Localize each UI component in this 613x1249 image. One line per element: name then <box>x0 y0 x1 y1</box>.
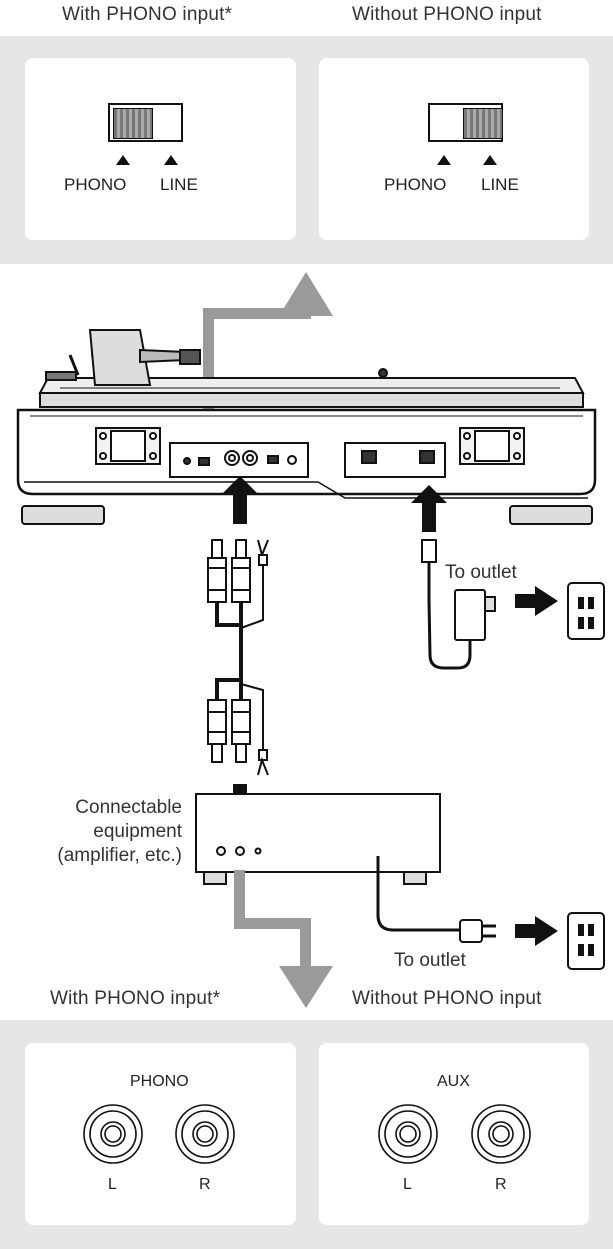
black-arrow-to-outlet-2 <box>515 916 558 946</box>
equipment-label-line-3: (amplifier, etc.) <box>57 845 182 866</box>
phono-r-label: R <box>199 1176 211 1193</box>
amplifier <box>195 793 441 885</box>
aux-r-label: R <box>495 1176 507 1193</box>
top-right-heading: Without PHONO input <box>352 4 542 25</box>
line-indicator-triangle <box>483 155 497 165</box>
aux-jack-r <box>471 1104 531 1164</box>
line-label: LINE <box>160 175 198 194</box>
wall-outlet-2 <box>567 912 605 970</box>
top-left-card <box>25 58 296 240</box>
black-arrow-to-dc-in <box>411 485 447 532</box>
amp-power-cable <box>376 856 496 943</box>
switch-knob <box>463 108 503 139</box>
rca-cable <box>207 539 269 776</box>
bottom-left-heading: With PHONO input* <box>50 988 221 1009</box>
turntable <box>16 329 597 525</box>
line-indicator-triangle <box>164 155 178 165</box>
phono-jack-r <box>175 1104 235 1164</box>
phono-jack-l <box>83 1104 143 1164</box>
phono-indicator-triangle <box>437 155 451 165</box>
top-right-card <box>319 58 589 240</box>
wall-outlet-1 <box>567 582 605 640</box>
selector-switch-line <box>428 103 503 142</box>
top-left-heading: With PHONO input* <box>62 4 233 25</box>
switch-knob <box>113 108 153 139</box>
gray-arrow-to-inputs <box>234 870 333 1008</box>
black-arrow-to-rca <box>222 476 258 524</box>
bottom-left-card <box>25 1043 296 1225</box>
aux-jack-l <box>378 1104 438 1164</box>
phono-jack-title: PHONO <box>130 1073 189 1090</box>
phono-label: PHONO <box>64 175 127 194</box>
selector-switch-phono <box>108 103 183 142</box>
to-outlet-label-1: To outlet <box>445 562 517 583</box>
aux-jack-title: AUX <box>437 1073 470 1090</box>
bottom-right-heading: Without PHONO input <box>352 988 542 1009</box>
aux-l-label: L <box>403 1176 412 1193</box>
equipment-label-line-2: equipment <box>93 821 182 842</box>
phono-label: PHONO <box>384 175 447 194</box>
black-arrow-to-outlet-1 <box>515 586 558 616</box>
phono-l-label: L <box>108 1176 117 1193</box>
line-label: LINE <box>481 175 519 194</box>
equipment-label-line-1: Connectable <box>75 797 182 818</box>
ac-adapter-cable <box>421 539 496 670</box>
bottom-right-card <box>319 1043 589 1225</box>
to-outlet-label-2: To outlet <box>394 950 466 971</box>
phono-indicator-triangle <box>116 155 130 165</box>
